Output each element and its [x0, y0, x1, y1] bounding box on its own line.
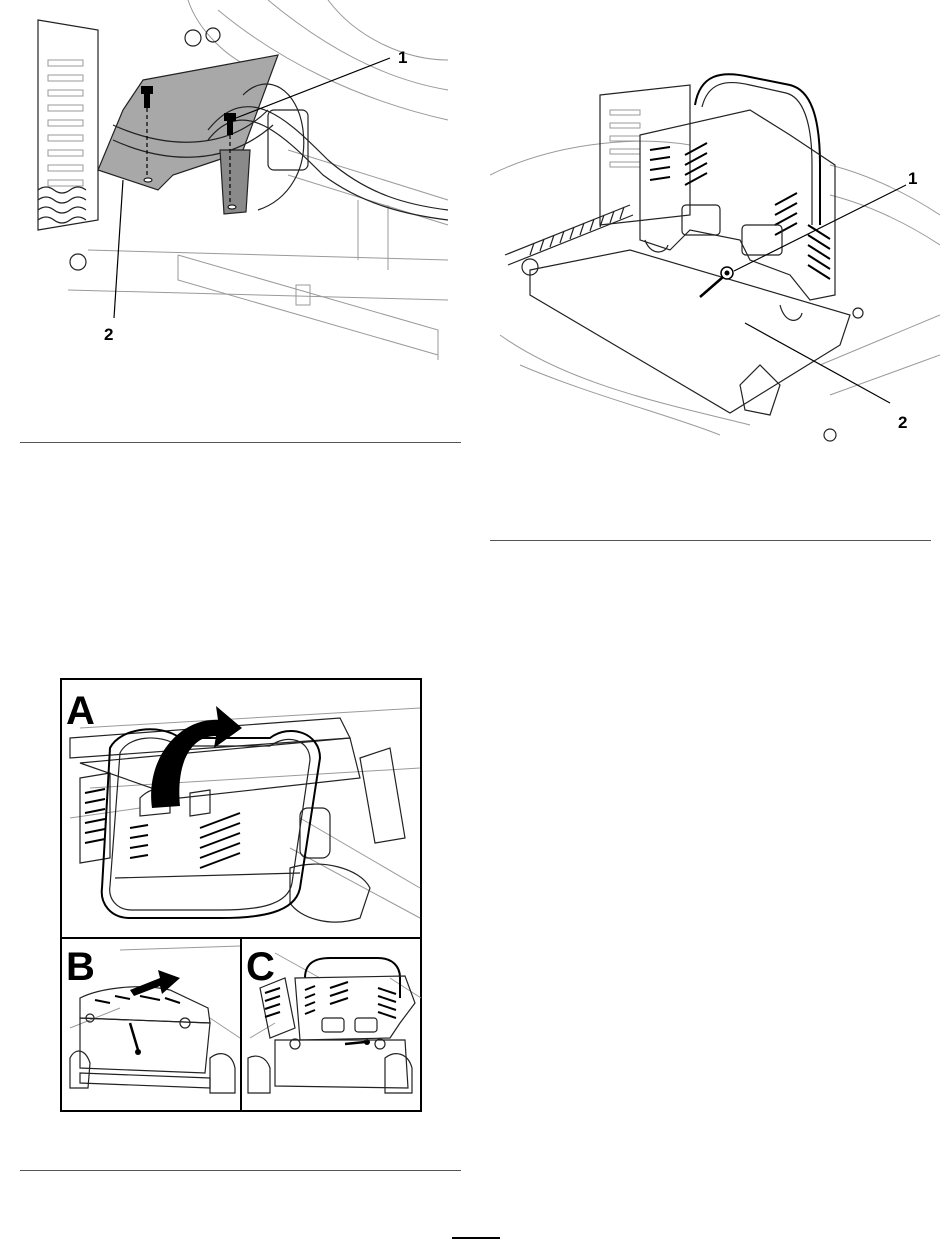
figure-shield-installed: 1 2 — [490, 65, 940, 455]
page-number-rule — [452, 1237, 500, 1239]
divider-right — [490, 540, 931, 541]
vent-slots — [48, 60, 83, 186]
figure-bolt-removal-drawing: 1 2 — [28, 0, 468, 360]
figure-shield-installed-drawing: 1 2 — [490, 65, 940, 455]
callout-1: 1 — [908, 169, 917, 188]
bolt-tab — [220, 150, 250, 214]
panel-letter-a: A — [66, 689, 95, 733]
housing-vents — [610, 110, 640, 167]
callout-2: 2 — [898, 413, 907, 432]
figure-steps-drawing: A B — [60, 678, 422, 1112]
panel-letter-b: B — [66, 945, 95, 989]
shield-plate — [98, 55, 278, 190]
divider-left-top — [20, 442, 461, 443]
figure-bolt-removal: 1 2 — [28, 0, 468, 360]
figure-steps-abc: A B — [60, 678, 422, 1112]
spring — [505, 205, 633, 275]
callout-1: 1 — [398, 48, 407, 67]
deck-plate — [530, 250, 850, 413]
callout-2: 2 — [104, 325, 113, 344]
panel-letter-c: C — [246, 945, 275, 989]
divider-left-bottom — [20, 1170, 461, 1171]
shield-upright — [640, 110, 835, 300]
shield-handle — [695, 74, 820, 225]
shield-vents — [650, 143, 830, 279]
latch-pin — [700, 267, 733, 297]
